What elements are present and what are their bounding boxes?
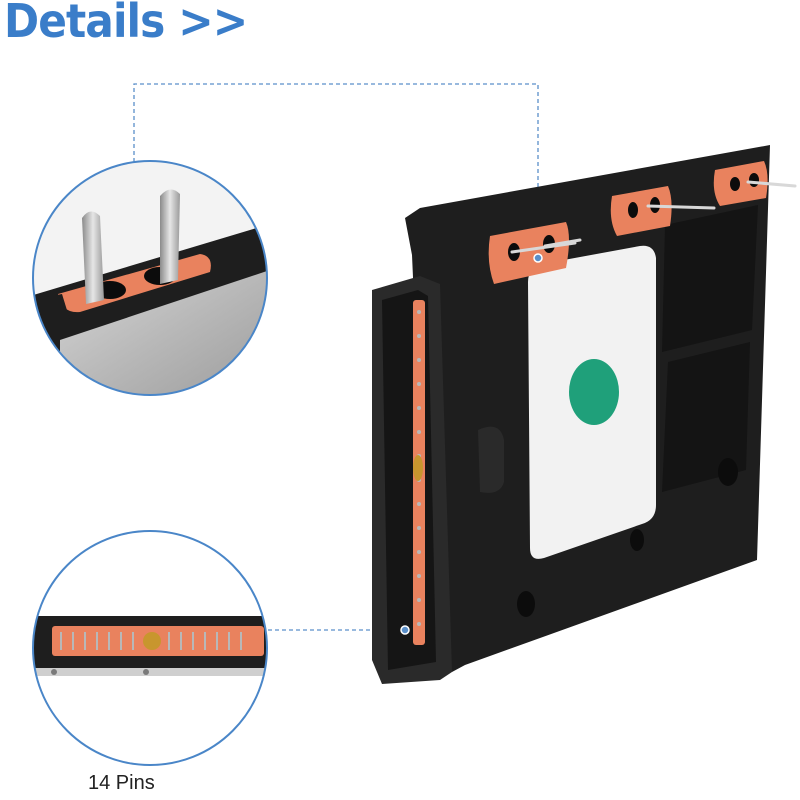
upper-zoom-border	[32, 160, 268, 396]
pin-count-caption: 14 Pins	[88, 772, 155, 794]
upper-terminal-zoom	[32, 160, 268, 396]
terminal-block-2	[610, 186, 716, 236]
terminal-block-1	[488, 222, 582, 284]
page-title: Details >>	[4, 0, 248, 48]
callout-line-top	[133, 83, 539, 258]
label-dot	[569, 359, 619, 425]
terminal-block-3	[713, 161, 797, 206]
ignition-module-photo	[372, 145, 797, 684]
side-connector-zoom	[32, 530, 268, 766]
lower-zoom-border	[32, 530, 268, 766]
callout-point-bottom	[400, 625, 410, 635]
callout-point-top	[533, 253, 543, 263]
